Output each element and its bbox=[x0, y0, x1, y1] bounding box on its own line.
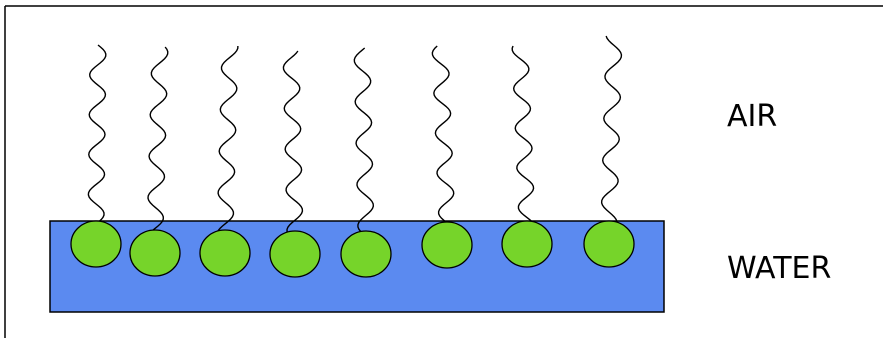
molecule-tail bbox=[512, 46, 534, 224]
molecule-head bbox=[341, 231, 391, 277]
molecule-tail bbox=[602, 36, 622, 224]
molecule-tail bbox=[354, 48, 373, 234]
molecule-head bbox=[422, 222, 472, 268]
molecule-tail bbox=[432, 46, 453, 225]
molecule-tail bbox=[283, 51, 302, 234]
molecule-head bbox=[200, 230, 250, 276]
molecule-head bbox=[130, 230, 180, 276]
molecule-head bbox=[270, 231, 320, 277]
molecule-tail bbox=[148, 47, 168, 233]
molecule-head bbox=[584, 221, 634, 267]
water-label: WATER bbox=[727, 251, 831, 286]
molecule-tail bbox=[88, 45, 105, 224]
air-label: AIR bbox=[727, 99, 777, 134]
surfactant-molecules bbox=[71, 36, 634, 277]
molecule-head bbox=[71, 221, 121, 267]
molecule-tail bbox=[217, 46, 238, 233]
molecule-head bbox=[502, 221, 552, 267]
